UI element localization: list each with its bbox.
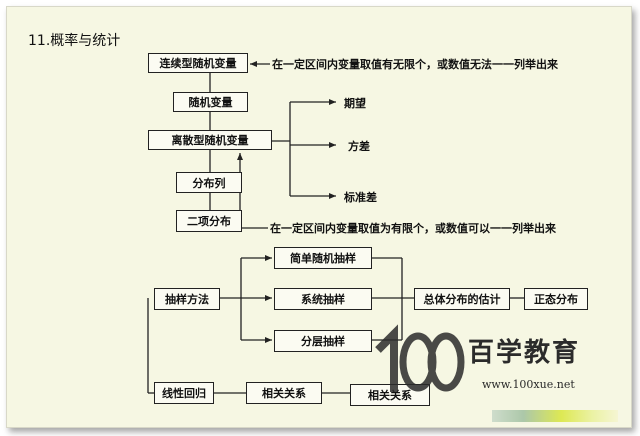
label-std-dev: 标准差 [344, 191, 377, 204]
box-normal-distribution: 正态分布 [524, 288, 588, 310]
watermark-logo-icon [375, 324, 465, 392]
box-linear-regression: 线性回归 [154, 382, 214, 404]
page-title: 11.概率与统计 [28, 33, 121, 49]
watermark-brand: 百学教育 [468, 338, 581, 368]
box-sampling-method: 抽样方法 [154, 288, 220, 310]
box-stratified-sampling: 分层抽样 [274, 330, 372, 352]
watermark: 百学教育 www.100xue.net [372, 320, 604, 410]
watermark-url: www.100xue.net [482, 378, 575, 391]
box-binomial: 二项分布 [176, 210, 242, 232]
box-random-variable: 随机变量 [173, 92, 248, 112]
label-variance: 方差 [348, 140, 370, 153]
label-expectation: 期望 [344, 97, 366, 110]
box-distribution: 分布列 [176, 172, 242, 193]
continuous-note: 在一定区间内变量取值有无限个，或数值无法一一列举出来 [272, 58, 558, 71]
discrete-note: 在一定区间内变量取值为有限个，或数值可以一一列举出来 [270, 222, 556, 235]
box-systematic-sampling: 系统抽样 [274, 288, 372, 310]
diagram-frame [6, 6, 632, 428]
decorative-stripe [492, 410, 618, 422]
box-continuous-random-variable: 连续型随机变量 [148, 53, 248, 73]
box-discrete-random-variable: 离散型随机变量 [148, 130, 272, 150]
box-correlation-1: 相关关系 [246, 382, 322, 404]
box-simple-sampling: 简单随机抽样 [274, 247, 372, 269]
box-population-estimate: 总体分布的估计 [414, 288, 510, 310]
